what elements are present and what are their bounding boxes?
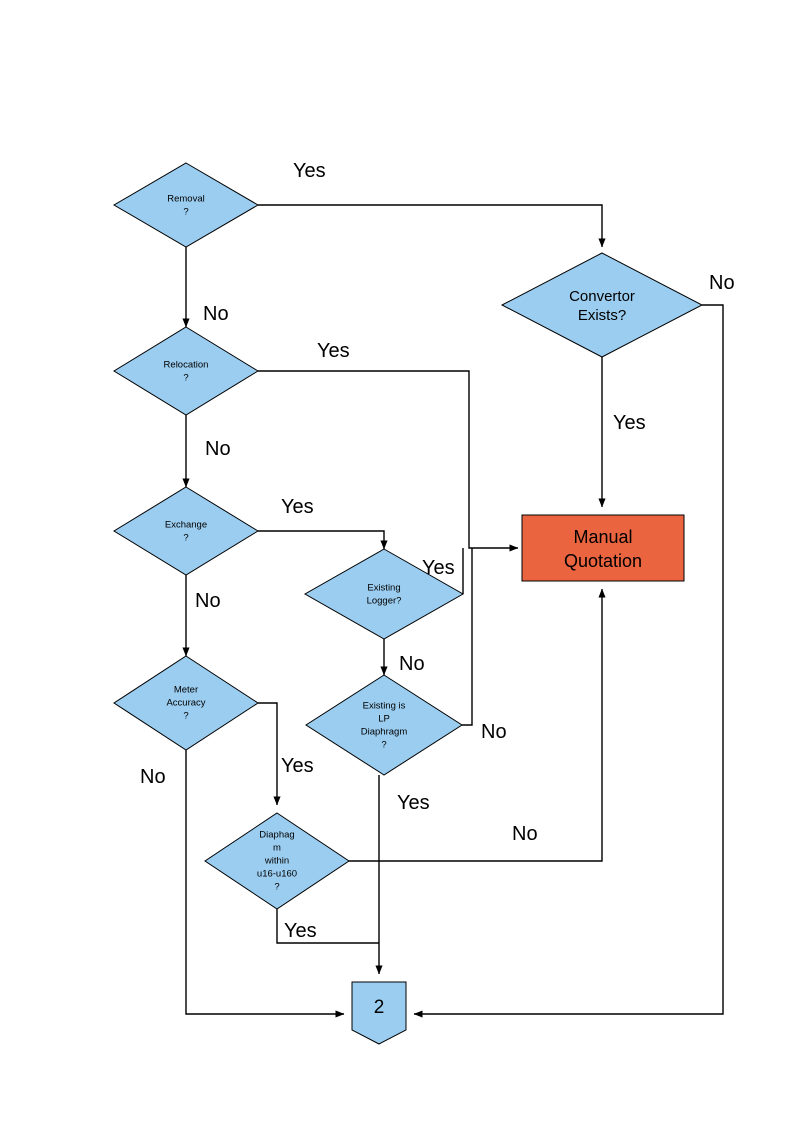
node-manual-quotation[interactable]: Manual Quotation [521, 514, 685, 582]
node-meter-accuracy-line-1: Accuracy [166, 698, 205, 709]
edge-label-meter-no: No [140, 766, 166, 788]
node-removal[interactable]: Removal ? [113, 162, 259, 248]
edge-label-convertor-yes: Yes [613, 412, 646, 434]
decision-shape [500, 252, 704, 358]
decision-shape [305, 674, 463, 776]
node-existing-logger[interactable]: Existing Logger? [303, 548, 465, 640]
edge-label-lp-no: No [481, 721, 507, 743]
edge-label-relocation-yes: Yes [317, 340, 350, 362]
node-removal-line-1: ? [183, 207, 188, 218]
decision-shape [113, 326, 259, 416]
edge-layer [182, 204, 724, 1018]
edge-diaphagm-yes [276, 909, 379, 944]
node-existing-logger-line-1: Logger? [367, 596, 402, 607]
node-connector-2-label: 2 [374, 997, 385, 1018]
edge-label-logger-no: No [399, 653, 425, 675]
edge-removal-yes [258, 204, 606, 248]
edge-label-removal-yes: Yes [293, 160, 326, 182]
node-diaphagm-line-1: m [273, 843, 281, 854]
node-connector-2[interactable]: 2 [351, 981, 407, 1045]
decision-shape [113, 655, 259, 751]
edge-lp-no [462, 548, 473, 726]
edge-meter-yes [258, 702, 281, 806]
edge-relocation-yes [258, 370, 519, 552]
edge-diaphagm-no [349, 588, 606, 862]
node-convertor-exists[interactable]: Convertor Exists? [500, 252, 704, 358]
edge-label-layer: Yes No Yes No Yes No Yes No No Yes Yes N… [140, 160, 735, 942]
edge-label-logger-yes: Yes [422, 557, 455, 579]
edge-convertor-no [413, 304, 724, 1018]
node-manual-quotation-line-0: Manual [573, 527, 632, 547]
node-convertor-line-1: Exists? [578, 307, 626, 324]
node-diaphagm-line-4: ? [274, 882, 279, 893]
edge-label-removal-no: No [203, 303, 229, 325]
node-lp-line-3: ? [381, 740, 386, 751]
node-manual-quotation-line-1: Quotation [564, 551, 642, 571]
node-exchange-line-1: ? [183, 533, 188, 544]
connector-shape [351, 981, 407, 1045]
decision-shape [113, 162, 259, 248]
decision-shape [303, 548, 465, 640]
node-existing-logger-line-0: Existing [367, 583, 400, 594]
node-relocation[interactable]: Relocation ? [113, 326, 259, 416]
edge-label-exchange-no: No [195, 590, 221, 612]
process-shape [521, 514, 685, 582]
edge-meter-no [185, 750, 345, 1018]
node-relocation-line-1: ? [183, 373, 188, 384]
edge-label-lp-yes: Yes [397, 792, 430, 814]
node-exchange[interactable]: Exchange ? [113, 486, 259, 576]
node-meter-accuracy[interactable]: Meter Accuracy ? [113, 655, 259, 751]
node-diaphagm-line-0: Diaphag [259, 830, 294, 841]
edge-label-diaphagm-no: No [512, 823, 538, 845]
edge-label-convertor-no: No [709, 272, 735, 294]
node-relocation-line-0: Relocation [164, 360, 209, 371]
node-meter-accuracy-line-0: Meter [174, 685, 198, 696]
node-convertor-line-0: Convertor [569, 288, 635, 305]
node-exchange-line-0: Exchange [165, 520, 207, 531]
edge-label-relocation-no: No [205, 438, 231, 460]
decision-shape [113, 486, 259, 576]
node-lp-line-1: LP [378, 714, 390, 725]
node-meter-accuracy-line-2: ? [183, 711, 188, 722]
node-lp-line-0: Existing is [363, 701, 406, 712]
node-layer: Removal ? Relocation ? Exchange ? Meter … [113, 162, 704, 1045]
node-diaphagm-line-3: u16-u160 [257, 869, 297, 880]
node-lp-line-2: Diaphragm [361, 727, 408, 738]
node-diaphagm-range[interactable]: Diaphag m within u16-u160 ? [204, 812, 350, 910]
edge-label-meter-yes: Yes [281, 755, 314, 777]
node-existing-lp-diaphragm[interactable]: Existing is LP Diaphragm ? [305, 674, 463, 776]
edge-label-exchange-yes: Yes [281, 496, 314, 518]
node-diaphagm-line-2: within [264, 856, 289, 867]
decision-shape [204, 812, 350, 910]
edge-label-diaphagm-yes: Yes [284, 920, 317, 942]
edge-exchange-yes [258, 530, 388, 550]
node-removal-line-0: Removal [167, 194, 205, 205]
